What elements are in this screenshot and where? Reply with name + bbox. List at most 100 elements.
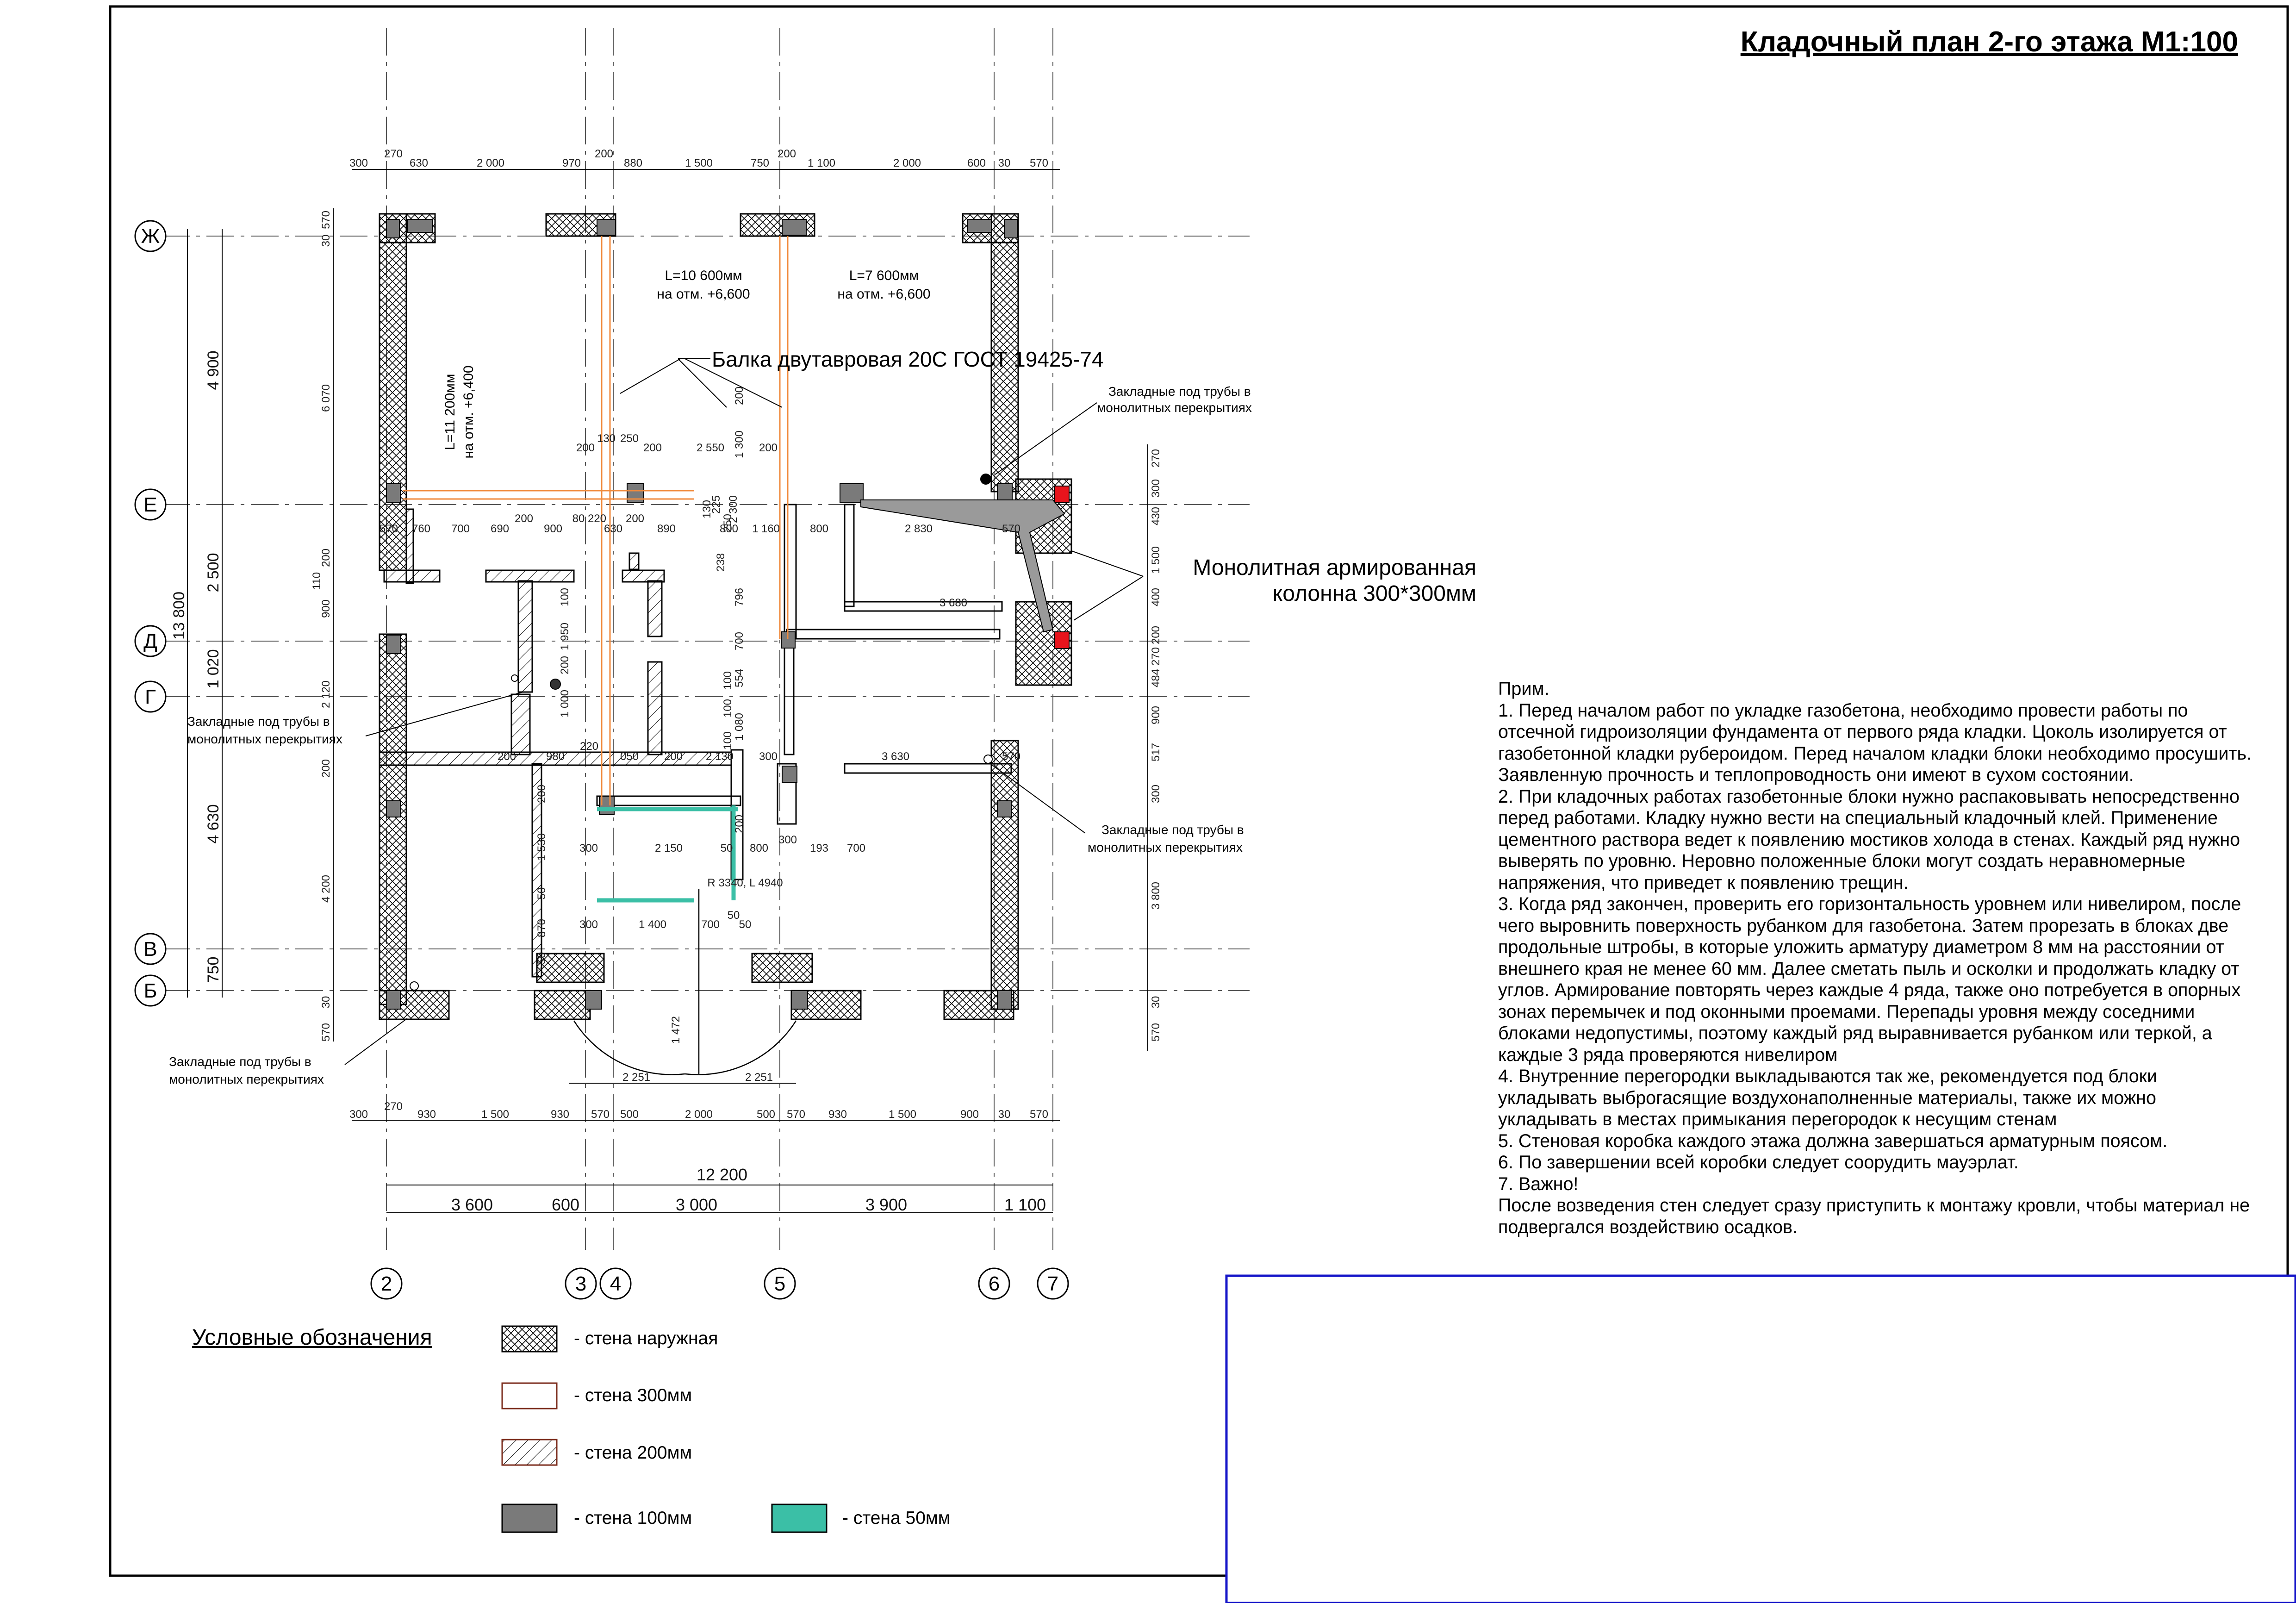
notes-block: Прим. 1. Перед началом работ по укладке … [1498,678,2257,1238]
embed-label: монолитных перекрытиях [1097,400,1252,415]
dim-text: 300 [1150,479,1162,498]
dim-text: 430 [1150,507,1162,525]
legend-item: - стена 50мм [842,1508,951,1528]
dim-text: 570 [591,1108,610,1121]
dim-text: 200 [664,750,683,763]
dim-text: 2 251 [622,1071,650,1084]
column-label: Монолитная армированная [1193,555,1476,580]
dim-text: 2 550 [697,442,724,454]
dim-text: 200 [576,442,595,454]
dim-text: 200 [498,750,516,763]
dim-text: 1 500 [481,1108,509,1121]
legend-item: - стена 100мм [574,1508,692,1528]
dim-text: 50 [535,887,548,900]
dim-text: 570 [1150,1023,1162,1042]
dim-text: 1 472 [670,1016,682,1044]
axis-label-row: В [143,938,157,961]
dim-text: 700 [847,842,865,855]
dim-text: 80 [572,512,585,525]
dim-text: 500 [620,1108,639,1121]
axis-label-row: Е [143,493,157,516]
dim-text: 517 [1150,743,1162,761]
dim-text: 980 [546,750,565,763]
dim-text: 900 [1150,706,1162,724]
dim-text: 200 [759,442,778,454]
dim-text: 100 [722,671,734,690]
dim-text: 500 [757,1108,775,1121]
dim-text: 270 [384,1100,403,1113]
dim-text: 3 630 [882,750,909,763]
axis-label-col: 5 [774,1272,785,1295]
embed-label: монолитных перекрытиях [169,1072,324,1086]
dim-left-seg: 2 500 [205,553,222,592]
dim-text: 30 [320,235,332,247]
dim-overall: 12 200 [697,1165,747,1184]
note-line: Прим. [1498,679,1549,699]
dim-text: 50 [739,918,752,931]
dim-text: 300 [349,1108,368,1121]
dim-text: 200 [733,815,746,833]
dim-text: 300 [579,842,598,855]
axis-label-col: 7 [1047,1272,1058,1295]
dim-text: 30 [998,1108,1011,1121]
embed-label: монолитных перекрытиях [187,732,342,746]
beam-note: L=10 600мм [665,268,742,283]
pipe-markers [410,474,993,991]
legend-item: - стена 200мм [574,1443,692,1463]
dim-text: 200 [595,148,613,160]
dim-text: 2 000 [685,1108,713,1121]
dim-text: 570 [1002,750,1020,763]
dim-text: 200 [1150,626,1162,644]
dim-text: 050 [620,750,639,763]
dim-left-seg: 750 [205,957,222,983]
dim-text: 100 [722,731,734,750]
column-label: колонна 300*300мм [1273,581,1476,606]
dim-text: 300 [579,918,598,931]
dim-text: 1 000 [559,690,571,717]
title-block [1225,1274,2296,1603]
dim-bay: 1 100 [1004,1195,1046,1214]
dim-text: 1 530 [535,833,548,861]
dim-text: 930 [551,1108,569,1121]
axis-label-col: 6 [989,1272,1000,1295]
note-line: 4. Внутренние перегородки выкладываются … [1498,1066,2158,1129]
leader-lines [344,358,1144,1065]
dim-text: 700 [451,523,470,535]
dim-text: 30 [998,157,1011,169]
dim-text: 700 [701,918,720,931]
dim-bay: 600 [552,1195,579,1214]
dim-left-seg: 1 020 [205,649,222,688]
dim-text: 600 [967,157,986,169]
dim-text: 760 [412,523,430,535]
dim-text: 200 [626,512,644,525]
dim-left-seg: 4 900 [205,350,222,390]
dim-text: 200 [733,387,746,405]
dim-text: 880 [624,157,642,169]
dim-radius: R 3340, L 4940 [707,877,783,889]
slab-wedge [860,499,1065,633]
dim-text: 1 400 [639,918,666,931]
dim-text: 2 130 [706,750,734,763]
dim-text: 270 [384,148,403,160]
beam-note: L=7 600мм [849,268,919,283]
dim-text: 100 [722,699,734,717]
monolithic-columns [1054,486,1070,649]
axis-label-row: Д [143,630,157,653]
dim-text: 570 [320,1023,332,1042]
dim-text: 30 [320,996,332,1009]
axis-label-col: 2 [381,1272,392,1295]
dim-left-overall: 13 800 [170,592,188,640]
dim-text: 1 300 [733,430,746,458]
dim-text: 690 [491,523,509,535]
dim-text: 400 [1150,588,1162,606]
dim-text: 2 300 [727,495,740,523]
dim-text: 900 [960,1108,979,1121]
dim-text: 200 [320,759,332,778]
dim-text: 800 [750,842,768,855]
dim-bay: 3 600 [451,1195,493,1214]
dim-text: 130 [597,432,616,445]
dim-text: 796 [733,588,746,606]
dim-bay: 3 900 [865,1195,907,1214]
dim-text: 30 [1150,996,1162,1009]
dim-left-seg: 4 630 [205,804,222,843]
